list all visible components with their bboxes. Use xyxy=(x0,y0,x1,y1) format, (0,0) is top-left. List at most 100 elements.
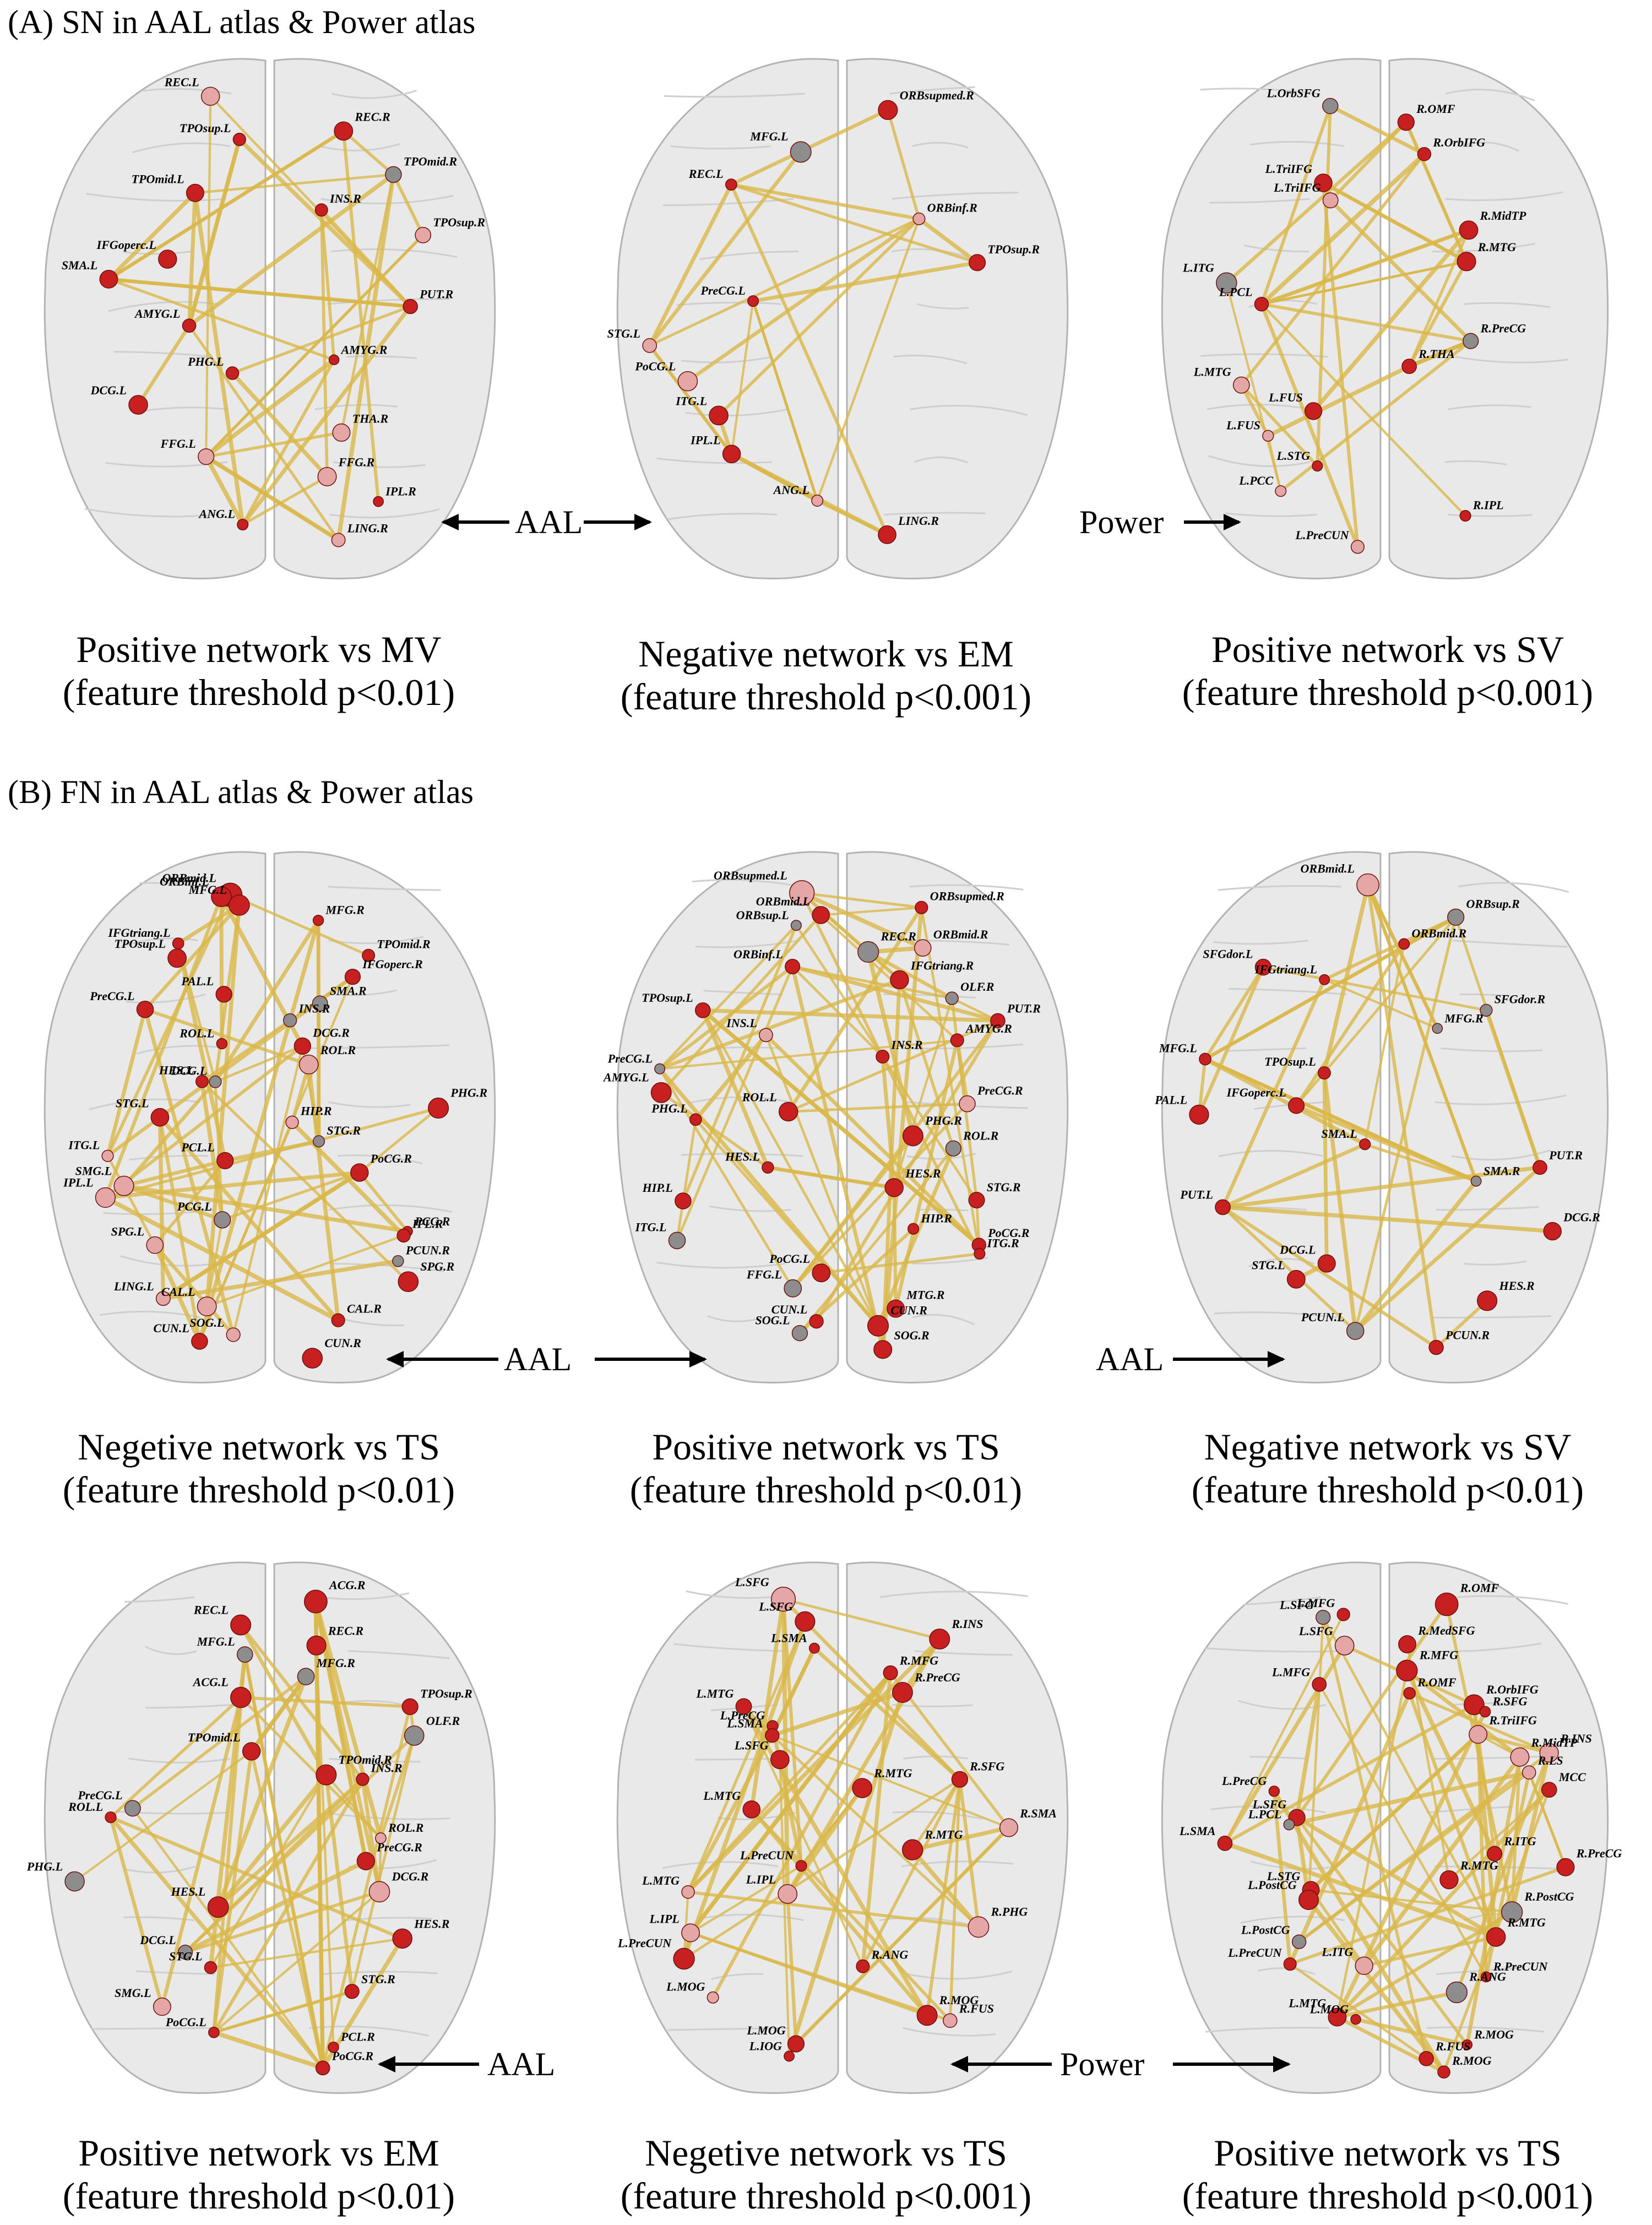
connection-edge xyxy=(105,1106,439,1200)
brain-node xyxy=(878,525,896,544)
connection-edge xyxy=(1224,1614,1345,1844)
brain-node xyxy=(328,2041,339,2053)
connection-edge xyxy=(1363,943,1405,1145)
gyrus-line xyxy=(1444,460,1507,466)
node-label: SFGdor.L xyxy=(1203,947,1253,961)
brain-node xyxy=(225,366,240,380)
brain-node xyxy=(317,466,337,486)
node-label: PAL.L xyxy=(181,974,214,988)
brain-node xyxy=(943,2013,958,2028)
brain-node xyxy=(428,1097,449,1119)
connection-edge xyxy=(201,1080,410,1283)
node-label: ROL.R xyxy=(388,1821,423,1835)
section-a-title: (A) SN in AAL atlas & Power atlas xyxy=(8,4,476,40)
brain-node xyxy=(211,886,232,907)
node-label: LING.R xyxy=(898,514,939,528)
node-label: L.TriIFG xyxy=(1273,181,1320,194)
brain-node xyxy=(1398,1635,1416,1654)
brain-node xyxy=(974,1247,986,1260)
node-label: R.LS xyxy=(1537,1754,1563,1767)
node-label: CAL.R xyxy=(347,1301,382,1315)
brain-node xyxy=(1336,1608,1350,1621)
brain-node xyxy=(1510,1747,1530,1767)
brain-node xyxy=(1316,1609,1331,1625)
brain-node xyxy=(1486,1927,1506,1947)
edges xyxy=(1225,104,1472,548)
connection-edge xyxy=(798,1147,955,1334)
brain-node xyxy=(1215,1199,1231,1215)
gyrus-line xyxy=(1463,302,1551,308)
connection-edge xyxy=(730,301,754,454)
node-label: CUN.R xyxy=(890,1303,927,1317)
brain-node xyxy=(1396,1659,1418,1682)
nodes: ORBmid.LORBsup.RORBmid.RSFGdor.LIFGtrian… xyxy=(1154,862,1600,1355)
brain-node xyxy=(64,1871,85,1892)
brain-node xyxy=(884,1178,904,1197)
node-label: PAL.L xyxy=(1154,1093,1187,1106)
brain-node xyxy=(770,1587,796,1612)
node-label: AMYG.L xyxy=(134,307,181,321)
edges xyxy=(682,1598,1010,2057)
connection-edge xyxy=(1197,966,1265,1116)
node-label: ITG.L xyxy=(675,394,707,408)
node-label: SPG.L xyxy=(111,1225,145,1239)
brain-node xyxy=(236,1646,253,1663)
node-label: HIP.L xyxy=(642,1181,673,1195)
connection-edge xyxy=(1295,1684,1322,1818)
caption-a1: Positive network vs MV(feature threshold… xyxy=(62,628,455,713)
gyrus-line xyxy=(348,1650,450,1659)
connection-edge xyxy=(123,1184,408,1234)
connection-edge xyxy=(689,1865,802,1934)
arrow-left-b1 xyxy=(386,1351,498,1367)
connection-edge xyxy=(241,359,336,525)
connection-edge xyxy=(110,1815,403,1940)
connection-edge xyxy=(313,1600,383,1839)
brain-node xyxy=(673,1947,695,1970)
brain-node xyxy=(790,141,812,163)
connection-edge xyxy=(204,358,335,459)
brain-node xyxy=(1232,376,1250,394)
gyrus-line xyxy=(1243,245,1309,253)
brain-node xyxy=(216,1152,234,1170)
brain-node xyxy=(1417,147,1432,161)
node-label: R.MTG xyxy=(1477,240,1516,254)
brain-node xyxy=(230,1614,252,1636)
connection-edge xyxy=(213,1990,353,2034)
connection-edge xyxy=(659,1039,958,1070)
node-label: DCG.R xyxy=(1563,1211,1600,1224)
arrow-right-power-a xyxy=(1184,514,1241,530)
connection-edge xyxy=(184,1859,367,1955)
node-label: L.ITG xyxy=(1321,1945,1353,1958)
brain-node xyxy=(1401,359,1417,375)
edges xyxy=(658,891,999,1350)
gyrus-line xyxy=(1218,1149,1323,1158)
gyrus-line xyxy=(333,461,426,468)
node-label: OLF.R xyxy=(426,1714,460,1728)
gyrus-line xyxy=(90,2027,223,2030)
gyrus-line xyxy=(681,1153,803,1157)
node-label: L.PostCG xyxy=(1241,1923,1290,1936)
node-label: MFG.L xyxy=(188,883,227,897)
brain-node xyxy=(375,1832,387,1844)
node-label: R.OrbIFG xyxy=(1432,135,1485,149)
caption-a2: Negative network vs EM(feature threshold… xyxy=(620,633,1032,718)
node-label: PCG.R xyxy=(414,1214,450,1228)
gyrus-line xyxy=(1249,140,1345,148)
node-label: SMA.L xyxy=(1321,1127,1357,1141)
node-label: PoCG.L xyxy=(634,360,676,373)
brain-node xyxy=(197,1296,217,1317)
node-label: STG.R xyxy=(361,1972,395,1986)
connection-edge xyxy=(74,1750,252,1882)
gyrus-line xyxy=(1210,1805,1326,1814)
node-label: L.PCL xyxy=(1219,285,1253,299)
node-label: TPOmid.L xyxy=(188,1730,241,1744)
node-label: L.MFG xyxy=(1271,1665,1310,1679)
node-label: L.TriIFG xyxy=(1265,162,1312,176)
node-label: HES.R xyxy=(905,1166,941,1180)
brain-node xyxy=(795,1611,816,1632)
brain-node xyxy=(1298,1890,1319,1911)
node-label: R.PreCG xyxy=(1480,321,1526,335)
atlas-note-aal-a: AAL xyxy=(515,504,583,540)
brain-node xyxy=(312,914,324,926)
gyrus-line xyxy=(126,994,206,1003)
